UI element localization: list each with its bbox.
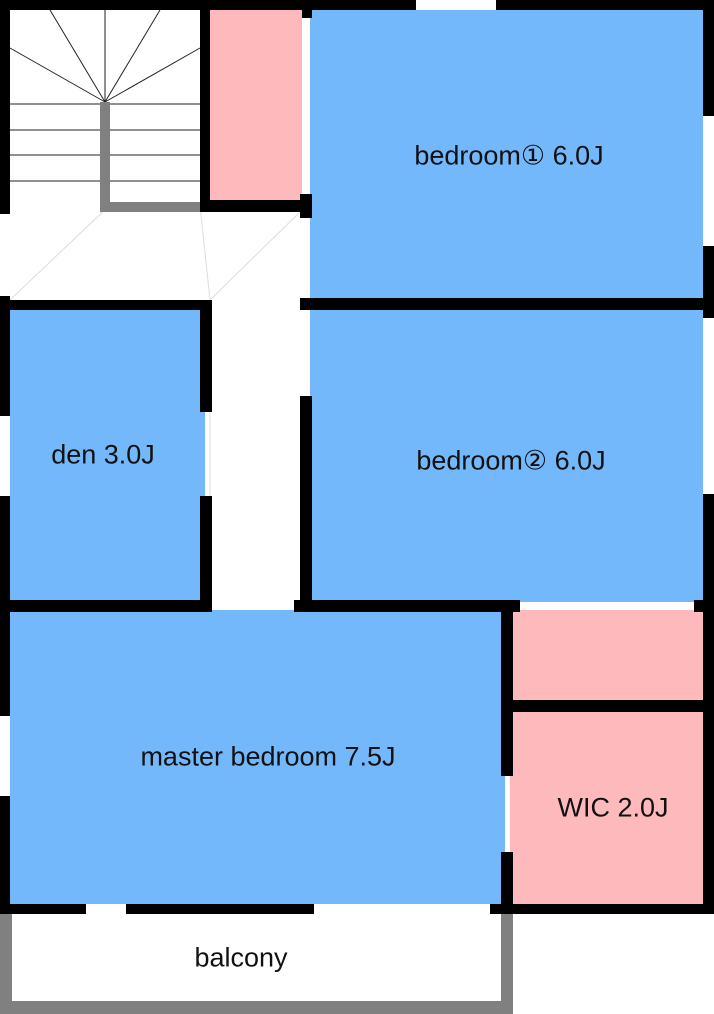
wall [501,852,513,914]
wall [0,296,10,416]
wall [126,904,314,914]
stair-handrail [100,102,110,212]
bedroom-1 [310,10,703,302]
wall [300,194,312,218]
closet-top [210,10,302,202]
wall [703,246,714,318]
stair-winder [49,9,106,103]
bedroom-2-label: bedroom② 6.0J [416,445,606,476]
storage-room [510,610,703,702]
stair-winder [9,47,106,103]
wall [200,200,310,212]
wall [0,796,10,914]
walk-in-closet [510,710,703,904]
wall [0,0,416,10]
wall [302,10,312,18]
wall [300,298,714,310]
wall [501,600,513,776]
wall [490,904,714,914]
wall [496,0,714,10]
bedroom-2 [310,310,703,602]
stair-handrail [100,202,200,212]
wall [200,496,212,610]
wall [200,300,212,412]
stair-winder [104,9,161,103]
wall [501,700,714,712]
stair-winder [104,47,201,103]
wall [0,300,212,310]
wall [0,0,10,214]
master-bedroom-label: master bedroom 7.5J [140,741,396,772]
bedroom-1-label: bedroom① 6.0J [414,140,604,171]
balcony-rail [501,914,513,1014]
wall [703,0,714,116]
balcony-rail [0,914,12,1014]
wall [200,10,210,212]
stair-arrow-guide [199,204,211,301]
master-bedroom [10,610,505,904]
wic-label: WIC 2.0J [557,792,669,823]
stair-arrow-guide [9,204,111,301]
den-label: den 3.0J [51,439,155,470]
stair-arrow-guide [209,209,303,301]
wall [300,396,312,610]
den [10,310,205,603]
balcony-label: balcony [194,942,288,973]
balcony-rail [0,1001,513,1014]
wall [694,600,714,612]
wall [0,600,212,612]
wall [294,600,520,612]
wall [0,904,86,914]
